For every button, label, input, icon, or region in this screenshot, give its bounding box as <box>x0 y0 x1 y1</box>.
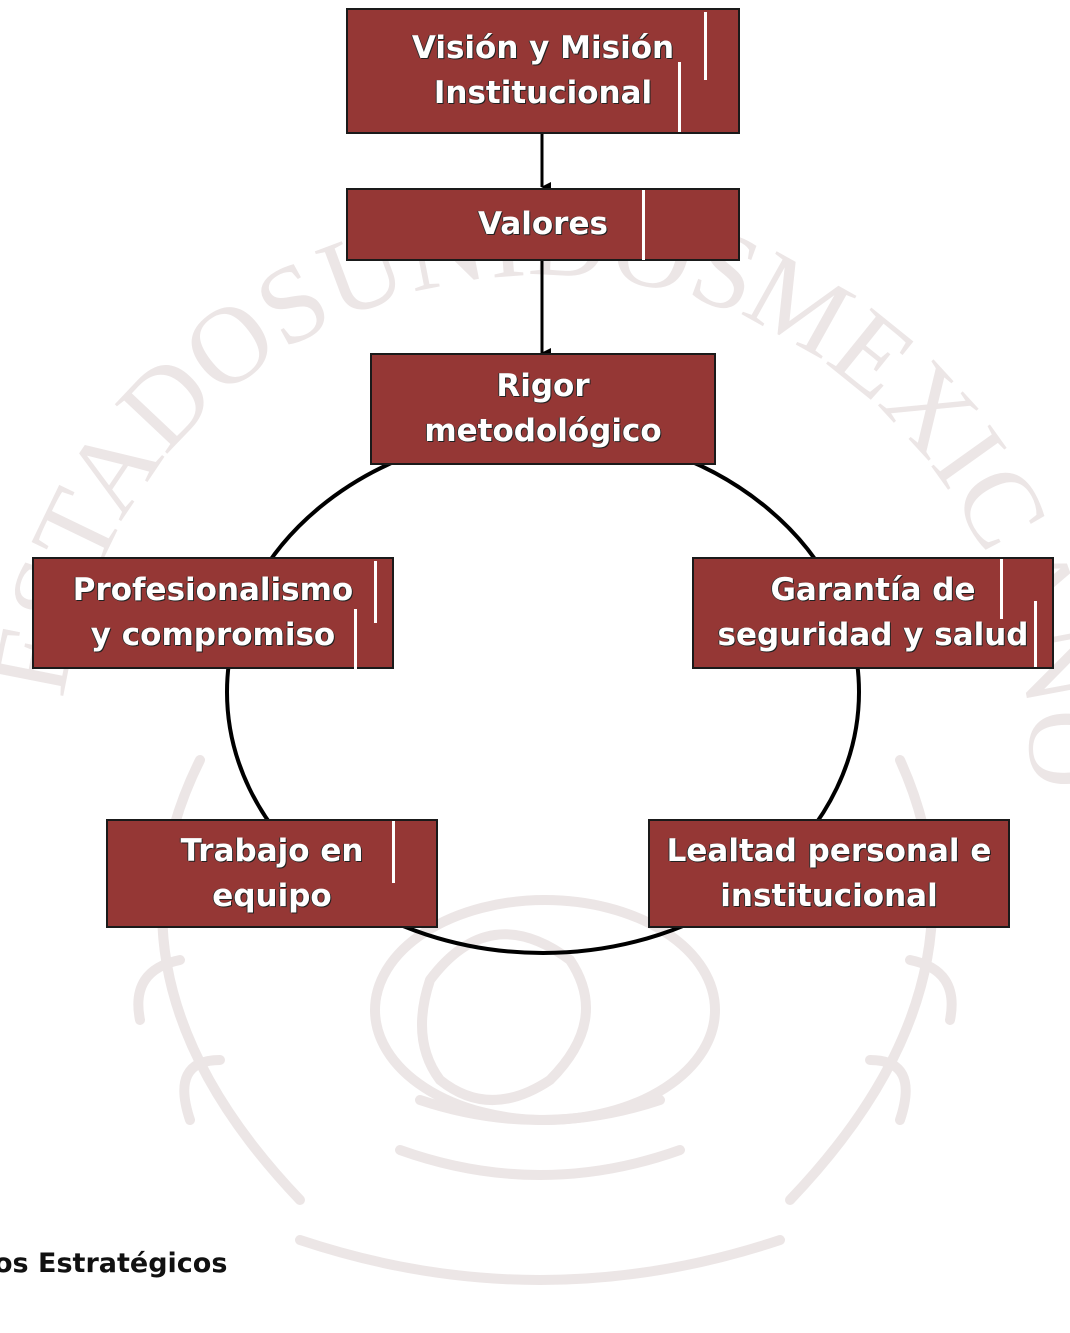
glare-mark <box>704 12 707 80</box>
footer-heading: os Estratégicos <box>0 1248 228 1279</box>
node-profesionalismo: Profesionalismo y compromiso <box>32 557 394 669</box>
glare-mark <box>642 190 645 260</box>
glare-mark <box>392 821 395 883</box>
glare-mark <box>1000 559 1003 619</box>
node-rigor-metodologico: Rigor metodológico <box>370 353 716 465</box>
node-vision-line1: Visión y Misión <box>411 30 675 66</box>
node-profesionalismo-line1: Profesionalismo <box>72 572 354 608</box>
node-valores-label: Valores <box>478 206 608 242</box>
node-lealtad-line1: Lealtad personal e <box>666 832 992 869</box>
node-vision-line2: Institucional <box>433 75 653 111</box>
node-trabajo-equipo: Trabajo en equipo <box>106 819 438 928</box>
glare-mark <box>374 561 377 623</box>
node-vision-mision: Visión y Misión Institucional <box>346 8 740 134</box>
node-rigor-line2: metodológico <box>424 413 662 449</box>
eagle-icon <box>417 929 591 1105</box>
glare-mark <box>678 62 681 132</box>
node-rigor-line1: Rigor <box>496 368 590 404</box>
node-lealtad: Lealtad personal e institucional <box>648 819 1010 928</box>
node-valores: Valores <box>346 188 740 261</box>
node-lealtad-line2: institucional <box>720 877 938 914</box>
glare-mark <box>354 609 357 669</box>
node-trabajo-line2: equipo <box>212 877 332 914</box>
node-garantia: Garantía de seguridad y salud <box>692 557 1054 669</box>
node-profesionalismo-line2: y compromiso <box>90 617 336 653</box>
node-garantia-line2: seguridad y salud <box>717 617 1029 653</box>
node-garantia-line1: Garantía de <box>770 572 976 608</box>
node-trabajo-line1: Trabajo en <box>180 832 364 869</box>
glare-mark <box>1034 601 1037 667</box>
